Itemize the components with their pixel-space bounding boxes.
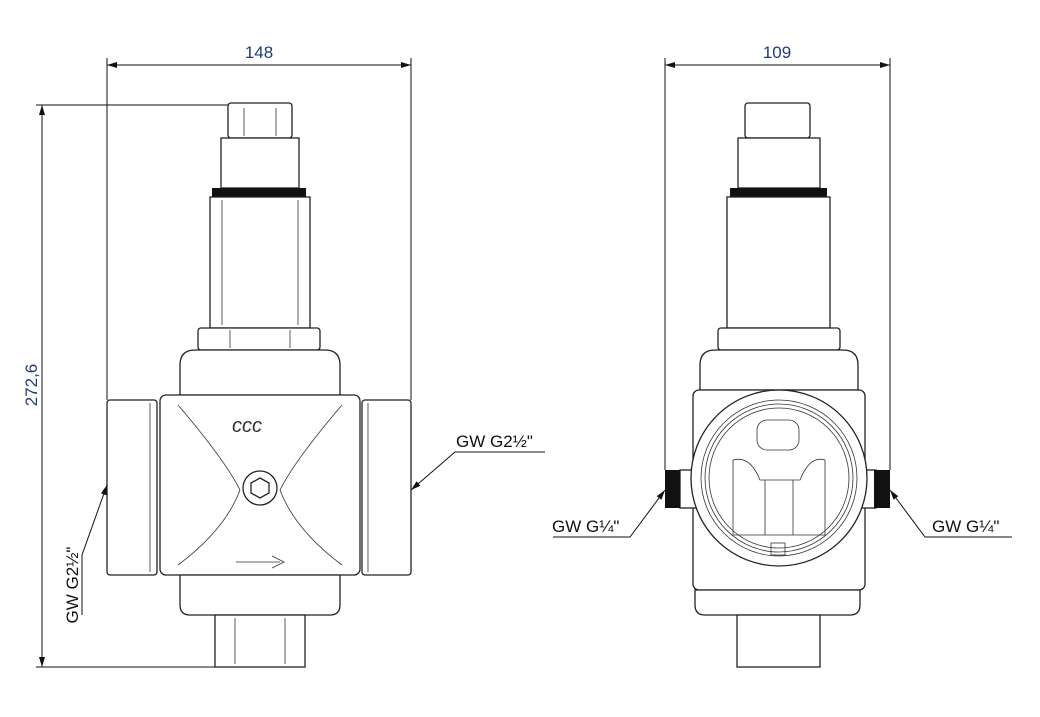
front-width-value: 148 xyxy=(245,43,273,62)
brand-logo: ccc xyxy=(232,415,262,437)
gauge-port-left-label: GW G¼" xyxy=(552,517,619,536)
height-value: 272,6 xyxy=(22,364,41,407)
gauge-port-right-label: GW G¼" xyxy=(932,517,999,536)
side-view xyxy=(553,58,1012,668)
inlet-thread-label: GW G2½" xyxy=(63,547,82,624)
flow-arrow-icon xyxy=(236,555,285,569)
side-width-value: 109 xyxy=(763,43,791,62)
front-view: ccc xyxy=(36,58,545,668)
outlet-thread-label: GW G2½" xyxy=(456,432,533,451)
